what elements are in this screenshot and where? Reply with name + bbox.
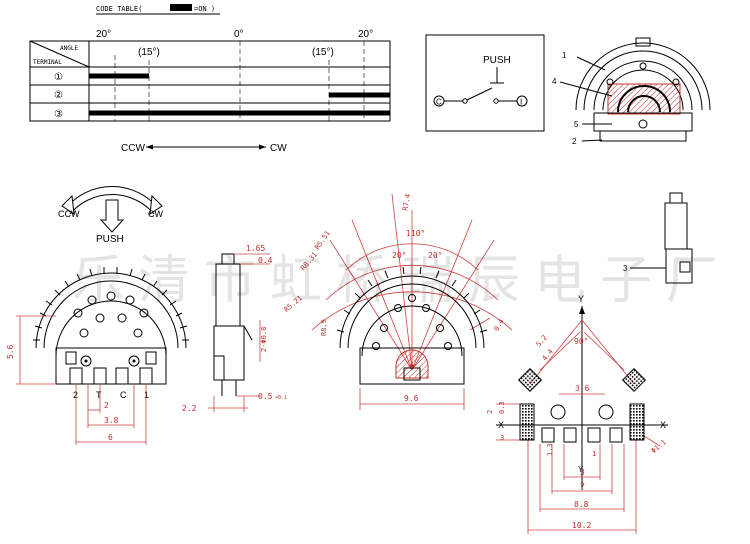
pcb-dim-2: 2 <box>486 410 494 414</box>
front-view: 2 T C 1 5.6 2 3.8 6 <box>6 267 189 445</box>
ccw-label: CCW <box>121 143 145 154</box>
terminal-row-1: ① <box>54 72 63 83</box>
angle-dim-r89: R8.9 <box>320 319 328 336</box>
front-overall-dim: 6 <box>108 433 113 442</box>
code-table-title-suffix: =ON ) <box>194 5 215 13</box>
terminal-i-symbol <box>516 95 528 107</box>
terminal-pin-t: T <box>96 390 102 400</box>
on-legend-swatch <box>170 4 192 11</box>
side-view: 1.65 0.4 2-Φ0.8 2.2 0.5 +0.1 <box>182 244 287 413</box>
angle-header: ANGLE <box>60 45 78 52</box>
angle-dim-20-left: 20° <box>392 251 406 260</box>
pcb-dim-7: 7 <box>580 482 585 491</box>
angle-dim-r74: R7.4 <box>401 193 412 211</box>
angle-label-left-15: (15°) <box>138 47 160 58</box>
pcb-dim-44: 4.4 <box>541 348 555 363</box>
angle-label-right-15: (15°) <box>312 47 334 58</box>
hole-right <box>598 404 614 420</box>
side-lead-tolerance: +0.1 <box>275 395 287 401</box>
front-inner-dim: 3.8 <box>104 416 119 425</box>
side-pin-dim: 2-Φ0.8 <box>260 327 268 352</box>
angle-label-left-20: 20° <box>96 29 111 40</box>
side-top-dim: 1.65 <box>246 244 265 253</box>
push-direction-icon: CCW CW PUSH <box>58 186 163 245</box>
front-view-teeth <box>33 267 189 341</box>
pcb-dim-1: 1 <box>592 450 596 458</box>
code-table-title: CODE TABLE( <box>96 5 142 13</box>
angle-dim-r551: R5.51 <box>313 229 332 251</box>
terminal-pin-c: C <box>120 390 127 400</box>
angle-label-zero: 0° <box>234 29 244 40</box>
front-height-dim: 5.6 <box>6 344 15 359</box>
terminal-header: TERMINAL <box>33 59 62 66</box>
push-switch-schematic: PUSH C I <box>425 34 545 132</box>
pcb-dim-03: 0.3 <box>498 401 506 414</box>
axis-x-left: X <box>498 420 504 430</box>
mount-pad-right <box>621 367 647 393</box>
callout-5: 5 <box>574 120 579 129</box>
watermark-text: 乐清市虹桥瑞辰电子厂 <box>72 251 732 311</box>
push-icon-cw-label: CW <box>148 209 163 219</box>
mount-pad-left <box>517 367 543 393</box>
pcb-dim-52: 5.2 <box>535 334 549 349</box>
pcb-dim-13: 1.3 <box>546 443 554 456</box>
pad-2 <box>563 427 577 443</box>
side-thickness-dim: 0.4 <box>258 256 273 265</box>
component-side-view-right: 3 <box>623 192 693 284</box>
side-width-dim: 2.2 <box>182 404 197 413</box>
pcb-dim-3: 3 <box>580 468 585 477</box>
angle-label-right-20: 20° <box>358 29 373 40</box>
side-pad-left <box>519 403 535 441</box>
axis-x-right: X <box>660 420 666 430</box>
rotation-direction: CCW CW <box>121 143 287 154</box>
pad-4 <box>609 427 623 443</box>
push-icon-label: PUSH <box>96 234 124 245</box>
pcb-dim-90deg: 90° <box>574 337 588 346</box>
angle-dim-04: 0.4 <box>492 318 505 333</box>
cw-label: CW <box>270 143 287 154</box>
pcb-dim-102: 10.2 <box>572 521 591 530</box>
push-label: PUSH <box>483 55 511 66</box>
callout-1: 1 <box>562 51 567 60</box>
angle-dim-20-right: 20° <box>428 251 442 260</box>
terminal-pin-1: 1 <box>144 390 149 400</box>
terminal-i-label: I <box>520 98 522 107</box>
pcb-dim-88: 8.8 <box>574 500 589 509</box>
angle-dim-96: 9.6 <box>404 394 419 403</box>
component-top-view: 1 4 5 2 <box>552 37 711 146</box>
pcb-layout: Y Y X X <box>486 294 668 534</box>
pcb-dim-phi11: Φ1.1 <box>650 438 668 455</box>
side-lead-dim: 0.5 <box>258 392 273 401</box>
axis-y-bottom: Y <box>578 465 584 474</box>
pcb-dim-36: 3.6 <box>575 384 590 393</box>
pcb-dim-3-left: 3 <box>500 434 504 442</box>
axis-y-top: Y <box>578 294 584 304</box>
push-icon-ccw-label: CCW <box>58 209 80 219</box>
hole-left <box>550 404 566 420</box>
callout-2: 2 <box>572 137 577 146</box>
angle-dim-110: 110° <box>406 229 425 238</box>
pad-3 <box>587 427 601 443</box>
code-table: CODE TABLE( =ON ) 20° (15°) 0° (15°) 20°… <box>29 4 391 122</box>
side-pad-right <box>629 403 645 441</box>
front-pitch-dim: 2 <box>104 401 109 410</box>
terminal-c-label: C <box>436 98 442 107</box>
terminal-row-3: ③ <box>54 109 63 120</box>
terminal-pin-2: 2 <box>73 390 78 400</box>
callout-3: 3 <box>623 264 628 273</box>
callout-4: 4 <box>552 77 557 86</box>
terminal-row-2: ② <box>54 90 63 101</box>
pad-1 <box>541 427 555 443</box>
